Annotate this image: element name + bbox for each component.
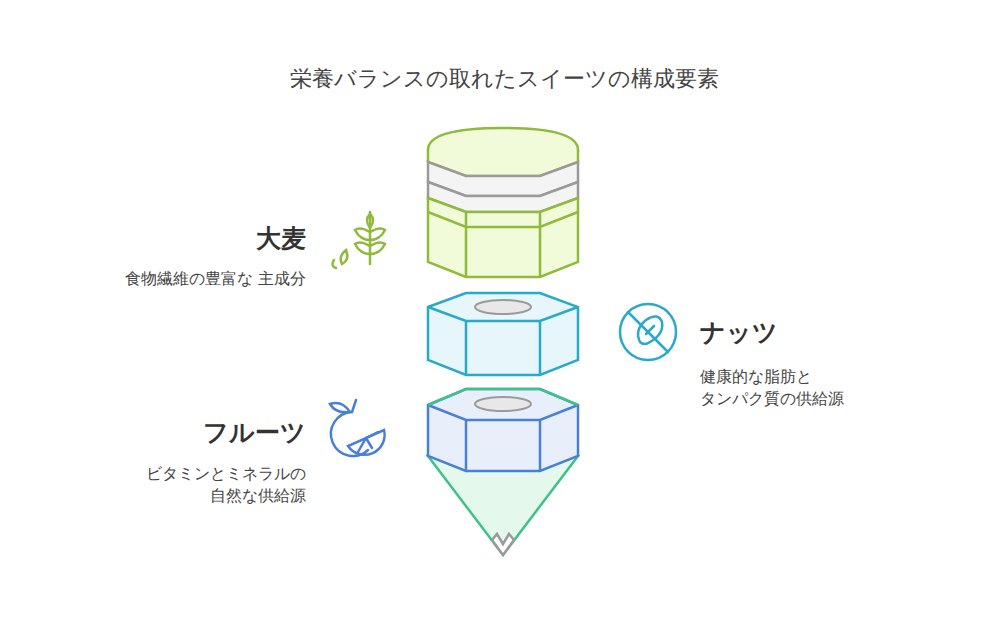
- prism-edge: [428, 405, 578, 471]
- component-description: 食物繊維の豊富な 主成分: [106, 268, 306, 290]
- orange-icon: [330, 400, 385, 456]
- component-heading: 大麦: [106, 222, 306, 255]
- hole: [475, 397, 531, 411]
- component-heading: フルーツ: [106, 416, 306, 449]
- nuts-prism: [428, 293, 578, 375]
- pencil-tip: [492, 534, 514, 555]
- prism-edge: [428, 212, 578, 277]
- component-description: 健康的な脂肪と タンパク質の供給源: [700, 366, 900, 410]
- diagram-title: 栄養バランスの取れたスイーツの構成要素: [290, 64, 719, 94]
- cap-top: [428, 128, 578, 176]
- component-description: ビタミンとミネラルの 自然な供給源: [106, 463, 306, 507]
- fruit-prism: [428, 389, 578, 471]
- nut-icon: [620, 304, 676, 360]
- barley-prism: [428, 198, 578, 277]
- component-heading: ナッツ: [700, 316, 900, 349]
- prism-edge: [428, 307, 578, 375]
- wheat-icon: [332, 212, 385, 268]
- hole: [475, 300, 531, 314]
